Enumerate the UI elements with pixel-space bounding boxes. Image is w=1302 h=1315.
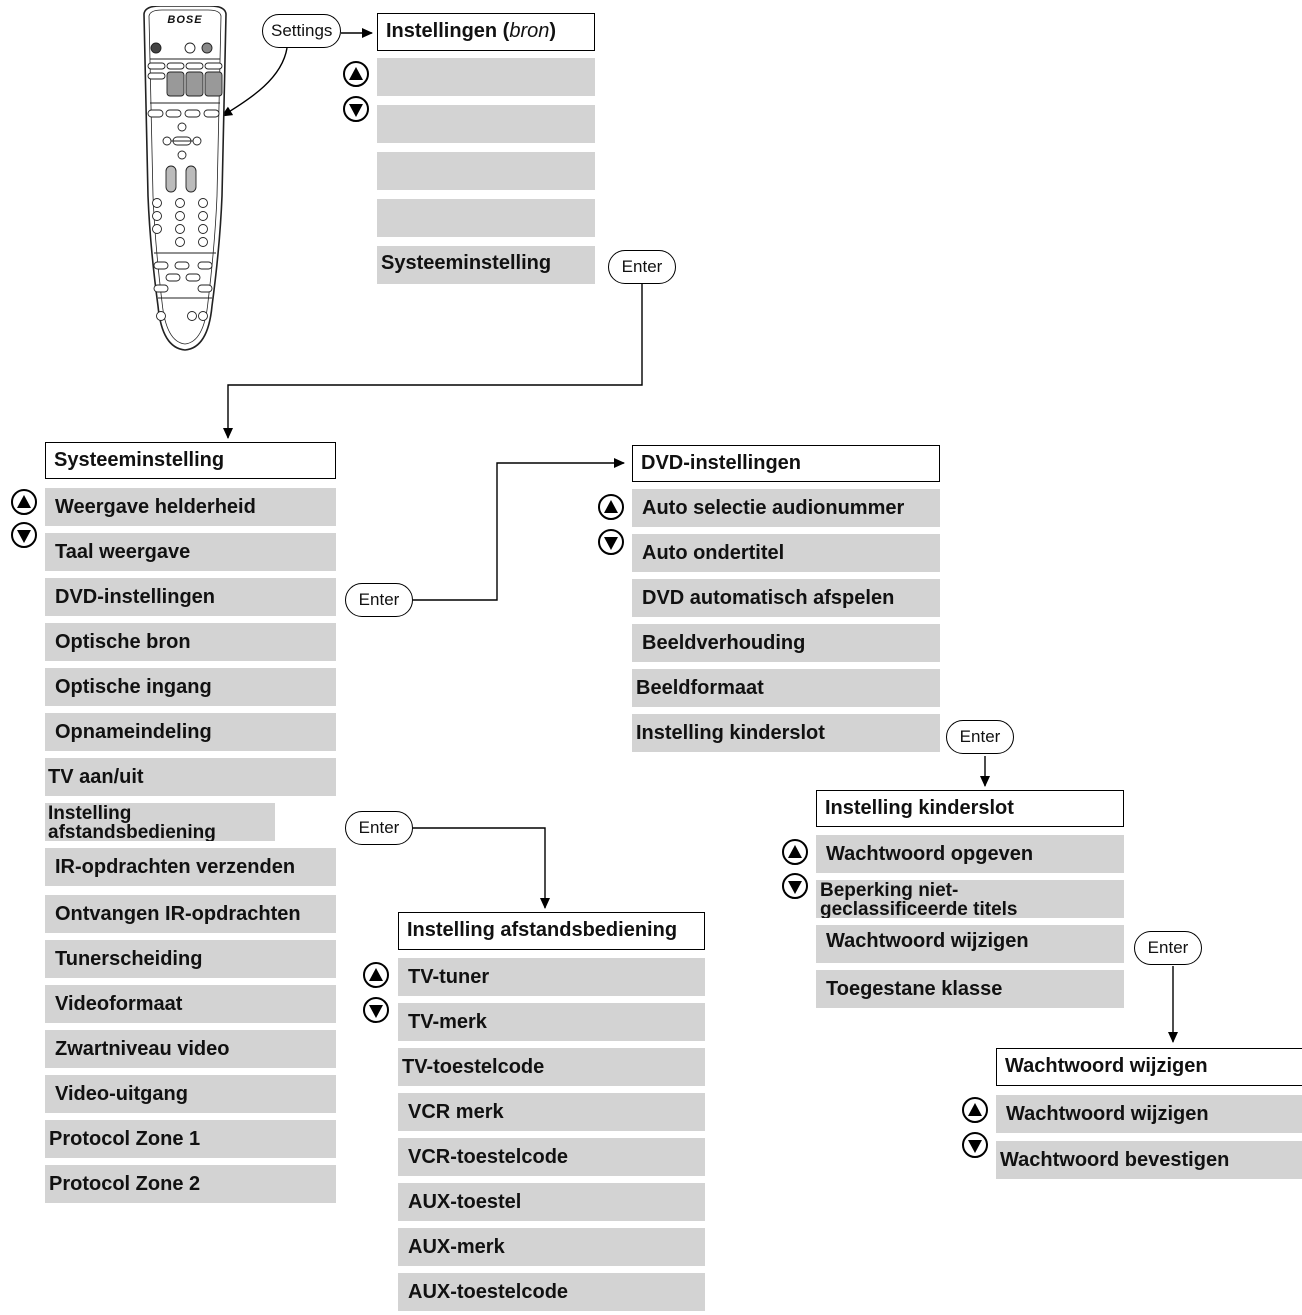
menu-item[interactable]: Wachtwoord bevestigen: [996, 1141, 1302, 1179]
down-arrow-icon[interactable]: [598, 529, 624, 555]
up-arrow-icon[interactable]: [598, 494, 624, 520]
menu-item[interactable]: Instelling kinderslot: [632, 714, 940, 752]
menu-item[interactable]: TV-tuner: [398, 958, 705, 996]
menu-item[interactable]: Toegestane klasse: [816, 970, 1124, 1008]
menu-item[interactable]: Videoformaat: [45, 985, 336, 1023]
menu-item-blank[interactable]: [377, 105, 595, 143]
up-arrow-icon[interactable]: [782, 839, 808, 865]
title-italic: bron: [509, 20, 550, 42]
arrow-settings-to-remote: [221, 47, 288, 117]
menu-item[interactable]: Video-uitgang: [45, 1075, 336, 1113]
remote-control-icon: [143, 5, 227, 351]
up-arrow-icon[interactable]: [343, 61, 369, 87]
menu-change-password: Wachtwoord wijzigen Wachtwoord wijzigen …: [996, 1048, 1302, 1179]
remote-brand-logo: BOSE: [167, 14, 203, 26]
menu-item[interactable]: Opnameindeling: [45, 713, 336, 751]
menu-item-blank[interactable]: [377, 58, 595, 96]
menu-item-systeeminstelling[interactable]: Systeeminstelling: [377, 246, 595, 284]
menu-remote-settings: Instelling afstandsbediening TV-tuner TV…: [398, 912, 705, 1311]
menu-title: Instellingen (bron): [377, 13, 595, 51]
enter-button-remote[interactable]: Enter: [345, 811, 413, 845]
menu-parental-lock: Instelling kinderslot Wachtwoord opgeven…: [816, 790, 1124, 1008]
menu-system-settings: Systeeminstelling Weergave helderheid Ta…: [45, 442, 336, 1203]
menu-item[interactable]: Wachtwoord wijzigen: [816, 925, 1124, 963]
down-arrow-icon[interactable]: [962, 1132, 988, 1158]
menu-item[interactable]: Optische bron: [45, 623, 336, 661]
menu-item-blank[interactable]: [377, 199, 595, 237]
menu-item[interactable]: Tunerscheiding: [45, 940, 336, 978]
menu-item[interactable]: Wachtwoord wijzigen: [996, 1095, 1302, 1133]
menu-item[interactable]: AUX-toestelcode: [398, 1273, 705, 1311]
enter-button-parental[interactable]: Enter: [946, 720, 1014, 754]
menu-item[interactable]: VCR-toestelcode: [398, 1138, 705, 1176]
title-close: ): [549, 20, 557, 42]
menu-dvd-settings: DVD-instellingen Auto selectie audionumm…: [632, 445, 940, 752]
menu-item[interactable]: AUX-toestel: [398, 1183, 705, 1221]
down-arrow-icon[interactable]: [363, 997, 389, 1023]
up-arrow-icon[interactable]: [11, 489, 37, 515]
menu-item[interactable]: Zwartniveau video: [45, 1030, 336, 1068]
title-text: Instellingen (: [386, 20, 510, 42]
up-arrow-icon[interactable]: [962, 1097, 988, 1123]
menu-item[interactable]: Beeldformaat: [632, 669, 940, 707]
down-arrow-icon[interactable]: [11, 522, 37, 548]
menu-item[interactable]: Taal weergave: [45, 533, 336, 571]
arrow-enter-to-remote-menu: [413, 827, 550, 909]
menu-item[interactable]: Beperking niet-geclassificeerde titels: [816, 880, 1124, 918]
menu-item[interactable]: Weergave helderheid: [45, 488, 336, 526]
enter-button-system[interactable]: Enter: [608, 250, 676, 284]
menu-item[interactable]: TV aan/uit: [45, 758, 336, 796]
menu-item[interactable]: Protocol Zone 1: [45, 1120, 336, 1158]
menu-item[interactable]: TV-merk: [398, 1003, 705, 1041]
up-arrow-icon[interactable]: [363, 962, 389, 988]
menu-item-blank[interactable]: [377, 152, 595, 190]
down-arrow-icon[interactable]: [782, 873, 808, 899]
menu-item[interactable]: Auto selectie audionummer: [632, 489, 940, 527]
menu-title: Instelling kinderslot: [816, 790, 1124, 827]
enter-button-password[interactable]: Enter: [1134, 931, 1202, 965]
menu-item[interactable]: VCR merk: [398, 1093, 705, 1131]
arrow-enter-to-dvd: [413, 458, 625, 601]
menu-item[interactable]: AUX-merk: [398, 1228, 705, 1266]
menu-item[interactable]: Wachtwoord opgeven: [816, 835, 1124, 873]
remote-control: BOSE: [140, 5, 230, 354]
menu-item[interactable]: Instelling afstandsbediening: [45, 803, 275, 841]
menu-item[interactable]: Auto ondertitel: [632, 534, 940, 572]
menu-title: DVD-instellingen: [632, 445, 940, 482]
menu-item[interactable]: TV-toestelcode: [398, 1048, 705, 1086]
menu-item[interactable]: Optische ingang: [45, 668, 336, 706]
menu-item[interactable]: DVD automatisch afspelen: [632, 579, 940, 617]
down-arrow-icon[interactable]: [343, 96, 369, 122]
menu-item[interactable]: Protocol Zone 2: [45, 1165, 336, 1203]
settings-button[interactable]: Settings: [262, 14, 341, 48]
menu-title: Instelling afstandsbediening: [398, 912, 705, 950]
menu-item[interactable]: DVD-instellingen: [45, 578, 336, 616]
menu-item[interactable]: Beeldverhouding: [632, 624, 940, 662]
menu-title: Wachtwoord wijzigen: [996, 1048, 1302, 1086]
menu-title: Systeeminstelling: [45, 442, 336, 479]
menu-item[interactable]: IR-opdrachten verzenden: [45, 848, 336, 886]
enter-button-dvd[interactable]: Enter: [345, 583, 413, 617]
menu-item[interactable]: Ontvangen IR-opdrachten: [45, 895, 336, 933]
arrow-enter-to-system: [223, 283, 643, 439]
menu-source-settings: Instellingen (bron) Systeeminstelling: [377, 13, 595, 284]
